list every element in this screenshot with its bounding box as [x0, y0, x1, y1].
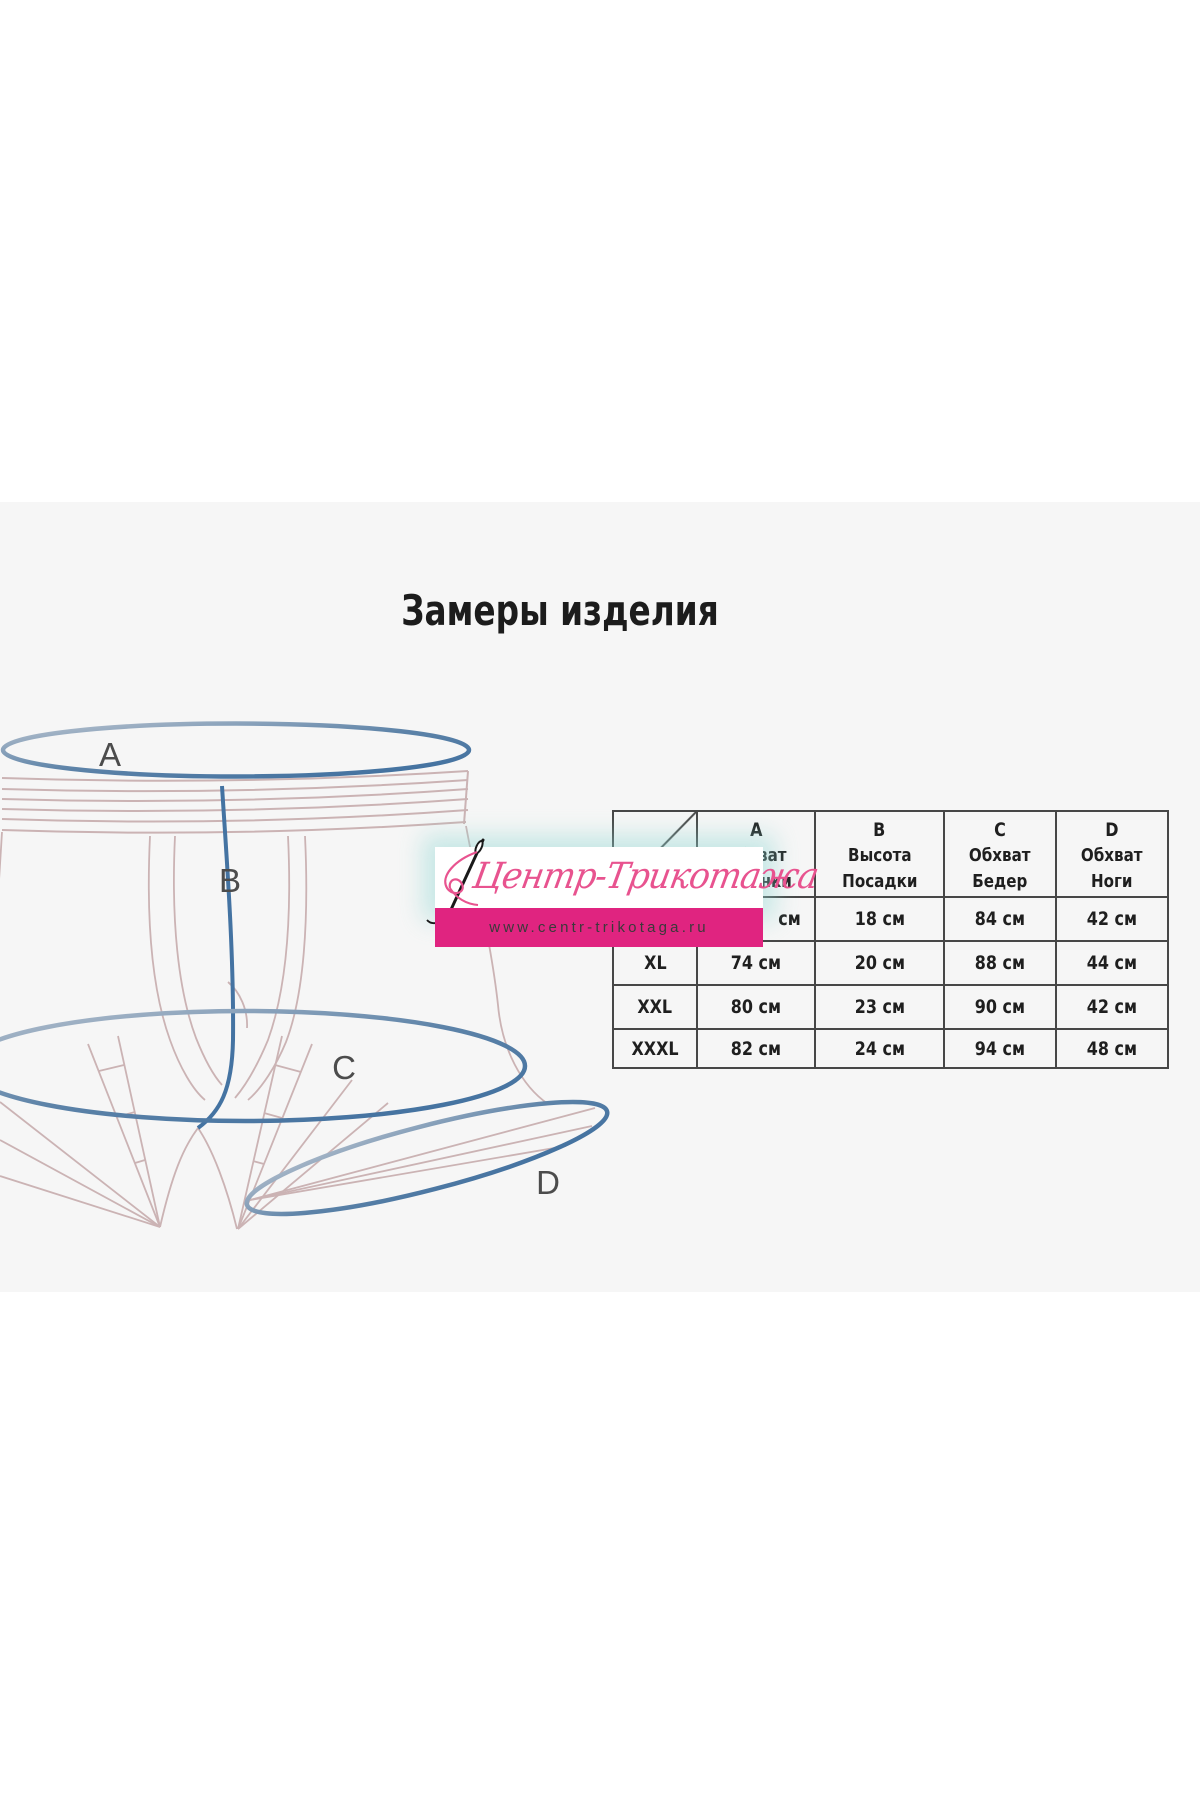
size-table: A Обхват Резинки B Высота Посадки C Обхв…	[612, 810, 1169, 1069]
size-cell: XXXL	[612, 1028, 698, 1069]
value-cell: 90 см	[943, 984, 1057, 1030]
size-cell: XL	[612, 940, 698, 986]
watermark-url: www.centr-trikotaga.ru	[489, 919, 709, 936]
value-cell: 80 см	[696, 984, 816, 1030]
value-cell: 74 см	[696, 940, 816, 986]
label-a: A	[98, 736, 122, 773]
value-cell: 48 см	[1055, 1028, 1169, 1069]
label-d: D	[536, 1164, 560, 1201]
value-cell: 20 см	[814, 940, 945, 986]
value-cell: 42 см	[1055, 896, 1169, 942]
label-c: C	[332, 1049, 356, 1086]
front-rise-line	[196, 785, 236, 1130]
waistband-stripes	[1, 770, 469, 834]
value-cell: 82 см	[696, 1028, 816, 1069]
table-header-d: D Обхват Ноги	[1055, 810, 1169, 898]
table-header-c: C Обхват Бедер	[943, 810, 1057, 898]
value-cell: 42 см	[1055, 984, 1169, 1030]
value-cell: 24 см	[814, 1028, 945, 1069]
needle-icon	[426, 838, 485, 925]
leg-seams	[0, 1035, 596, 1230]
value-cell: 94 см	[943, 1028, 1057, 1069]
table-row: XXXL 82 см 24 см 94 см 48 см	[612, 1028, 1169, 1069]
value-cell: 84 см	[943, 896, 1057, 942]
table-row: XXL 80 см 23 см 90 см 42 см	[612, 984, 1169, 1030]
label-b: B	[218, 862, 242, 899]
watermark-box: Центр-Трикотажа	[426, 838, 821, 925]
hip-ellipse	[0, 1008, 528, 1124]
watermark-banner: www.centr-trikotaga.ru	[435, 908, 763, 947]
size-cell: XXL	[612, 984, 698, 1030]
value-cell: 23 см	[814, 984, 945, 1030]
value-cell: 44 см	[1055, 940, 1169, 986]
waist-ellipse	[0, 721, 472, 779]
underwear-diagram	[0, 721, 610, 1230]
leg-ellipse	[244, 1099, 610, 1217]
value-cell: 18 см	[814, 896, 945, 942]
watermark-brand: Центр-Трикотажа	[469, 856, 822, 897]
table-header-b: B Высота Посадки	[814, 810, 945, 898]
value-cell: 88 см	[943, 940, 1057, 986]
table-row: XL 74 см 20 см 88 см 44 см	[612, 940, 1169, 986]
page-title: Замеры изделия	[401, 586, 719, 635]
